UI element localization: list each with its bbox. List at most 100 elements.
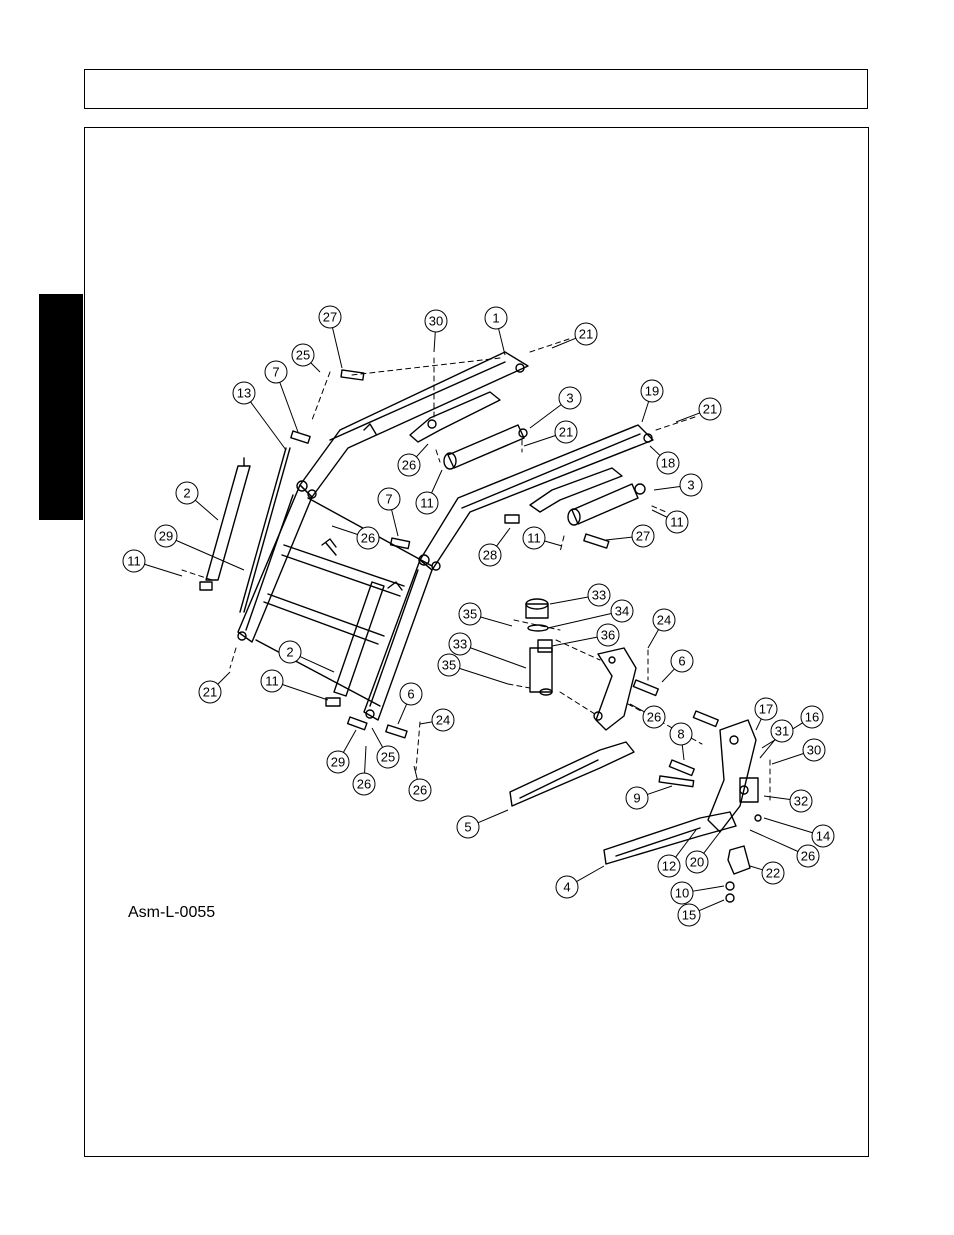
callout-number: 25	[381, 750, 395, 765]
callout-number: 9	[633, 791, 640, 806]
callout-30: 30	[771, 738, 826, 765]
callout-number: 2	[183, 486, 190, 501]
callout-circle	[657, 854, 681, 878]
callout-leader	[692, 885, 725, 892]
callout-leader	[217, 671, 231, 685]
callout-leader	[549, 596, 589, 605]
callout-11: 11	[651, 509, 689, 534]
callout-leader	[649, 445, 661, 456]
callout-number: 35	[442, 658, 456, 673]
lift-cylinder-left	[199, 457, 251, 591]
callout-22: 22	[749, 861, 785, 885]
callout-circle	[554, 420, 578, 444]
callout-number: 26	[647, 710, 661, 725]
callout-number: 33	[592, 588, 606, 603]
callout-leader	[470, 647, 527, 669]
callout-circle	[679, 473, 703, 497]
callout-number: 17	[759, 702, 773, 717]
callout-leader	[771, 753, 804, 765]
callout-leader	[647, 629, 659, 649]
callout-leader	[299, 656, 335, 673]
callout-leader	[641, 401, 650, 423]
callout-number: 18	[661, 456, 675, 471]
callout-number: 29	[159, 529, 173, 544]
callout-2: 2	[175, 481, 219, 521]
callout-1: 1	[484, 306, 508, 356]
callout-9: 9	[625, 785, 673, 810]
callout-11: 11	[122, 549, 183, 577]
callout-number: 21	[559, 425, 573, 440]
callout-number: 6	[407, 687, 414, 702]
callout-17: 17	[754, 697, 778, 731]
callout-number: 14	[816, 829, 830, 844]
callout-15: 15	[677, 899, 725, 927]
callout-26: 26	[629, 703, 666, 729]
callout-circle	[558, 386, 582, 410]
callout-number: 24	[657, 613, 671, 628]
callout-number: 31	[775, 724, 789, 739]
callout-circle	[631, 524, 655, 548]
callout-12: 12	[657, 829, 697, 878]
callout-leader	[413, 765, 418, 780]
callout-circle	[448, 632, 472, 656]
callout-circle	[437, 653, 461, 677]
callout-leader	[331, 525, 358, 535]
cross-tubes	[255, 497, 433, 707]
callout-leader	[332, 327, 343, 369]
callout-leader	[547, 612, 612, 629]
callout-circle	[175, 481, 199, 505]
callout-29: 29	[154, 524, 245, 571]
callout-5: 5	[456, 809, 509, 839]
callout-number: 6	[678, 654, 685, 669]
callout-31: 31	[759, 719, 794, 759]
callout-35: 35	[437, 653, 509, 685]
callout-number: 13	[237, 386, 251, 401]
diagram-frame	[84, 127, 869, 1157]
callout-circle	[796, 844, 820, 868]
callout-number: 26	[801, 849, 815, 864]
callout-leader	[681, 744, 685, 761]
callout-number: 25	[296, 348, 310, 363]
callout-leader	[523, 435, 556, 447]
callout-21: 21	[523, 420, 578, 447]
callout-leader	[477, 809, 509, 824]
callout-number: 3	[687, 478, 694, 493]
callout-number: 7	[385, 492, 392, 507]
callout-7: 7	[377, 487, 401, 537]
callout-number: 27	[323, 310, 337, 325]
assembly-label: Asm-L-0055	[128, 904, 216, 921]
callout-number: 26	[357, 777, 371, 792]
mount-bracket-5	[509, 647, 637, 807]
callout-circle	[377, 487, 401, 511]
callout-number: 11	[670, 515, 684, 530]
callout-27: 27	[318, 305, 343, 369]
callout-circle	[770, 719, 794, 743]
callout-circle	[260, 669, 284, 693]
callout-circle	[677, 903, 701, 927]
callout-leader	[763, 795, 791, 801]
callout-27: 27	[605, 524, 655, 548]
callout-circle	[587, 583, 611, 607]
callout-leader	[759, 739, 776, 759]
callout-28: 28	[478, 527, 511, 567]
callout-number: 33	[453, 637, 467, 652]
callout-number: 36	[601, 628, 615, 643]
callout-number: 32	[794, 794, 808, 809]
callout-21: 21	[551, 322, 598, 349]
callout-leader	[755, 718, 762, 731]
callout-24: 24	[647, 608, 676, 649]
callout-number: 34	[615, 604, 629, 619]
callout-number: 16	[805, 710, 819, 725]
callout-leader	[416, 443, 429, 458]
callout-3: 3	[529, 386, 582, 429]
callout-leader	[647, 785, 673, 795]
callout-circle	[478, 543, 502, 567]
callout-number: 4	[563, 880, 570, 895]
callout-number: 21	[703, 402, 717, 417]
callout-number: 24	[436, 713, 450, 728]
callout-8: 8	[669, 722, 693, 761]
mount-bracket-4	[603, 719, 759, 865]
callout-number: 26	[402, 458, 416, 473]
callout-33: 33	[549, 583, 611, 607]
callout-11: 11	[522, 526, 563, 550]
